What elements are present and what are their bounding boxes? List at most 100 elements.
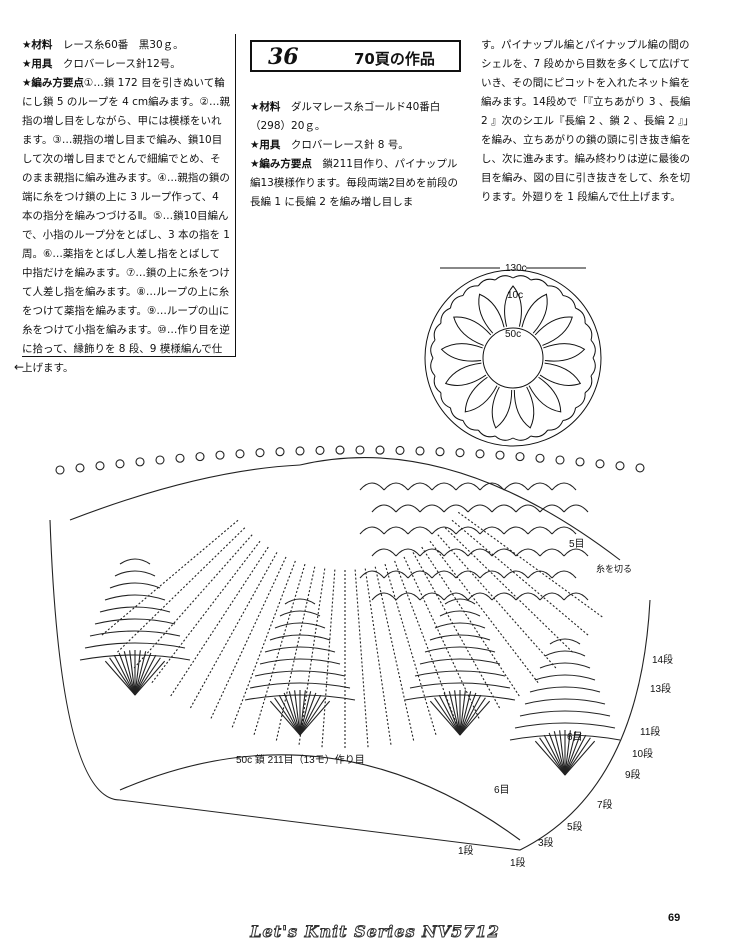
chain-line <box>132 534 253 670</box>
pineapple-row <box>549 638 581 645</box>
picot <box>515 452 525 462</box>
chart-outer-edge <box>49 519 651 851</box>
net-loop <box>551 526 577 535</box>
petal-ring <box>440 285 586 429</box>
fan-stitch <box>564 737 591 776</box>
row-label-3: 3段 <box>538 836 554 849</box>
picot <box>315 445 325 455</box>
fan-stitch <box>283 692 301 736</box>
outer-size-label: 130c <box>505 263 527 274</box>
picot <box>295 446 305 456</box>
row-label-9: 9段 <box>625 768 641 781</box>
fan-stitch <box>434 697 461 736</box>
right-column: す。パイナップル編とパイナップル編の間のシェルを、7 段めから目数を多くして広げ… <box>481 36 691 207</box>
scallop-arc <box>590 339 596 359</box>
net-loop <box>455 570 481 579</box>
fan-stitch <box>459 697 486 736</box>
fan-stitch <box>553 731 566 776</box>
picot <box>455 448 465 458</box>
pineapple-row <box>84 642 186 649</box>
scallop-arc <box>512 275 532 281</box>
fan-stitch <box>564 734 587 776</box>
pineapple-row <box>534 674 596 681</box>
picot <box>215 450 225 460</box>
left-column-border <box>22 34 236 357</box>
chain-line <box>394 560 459 730</box>
fan-stitch <box>299 692 317 736</box>
row-label-6: 6目 <box>567 732 583 743</box>
row-label-14: 14段 <box>652 653 673 666</box>
row-label-13: 13段 <box>650 682 671 695</box>
pineapple-row <box>539 662 591 669</box>
net-loop <box>407 526 433 535</box>
fan-stitch <box>299 697 326 736</box>
net-loop <box>371 592 397 601</box>
scallop-arc <box>584 322 593 341</box>
fan-stitch <box>113 654 136 696</box>
scallop-arc <box>562 294 577 309</box>
picot <box>475 449 485 459</box>
fan-stitch <box>459 694 482 736</box>
material-line: ★材料 ダルマレース糸ゴールド40番白（298）20ｇ。 <box>250 98 465 136</box>
net-loop <box>383 482 409 491</box>
net-loop <box>443 592 469 601</box>
row-label-10: 10段 <box>632 747 653 760</box>
net-loop <box>407 570 433 579</box>
chain-line <box>364 568 392 747</box>
fan-stitch <box>109 657 136 696</box>
method-label: ★編み方要点 <box>250 158 312 170</box>
fan-stitch <box>564 731 577 776</box>
petal-outline <box>521 293 548 334</box>
fan-stitch <box>288 691 301 736</box>
picot <box>375 445 385 455</box>
net-loop <box>503 570 529 579</box>
pineapple-row <box>419 658 501 665</box>
picot <box>55 465 65 475</box>
net-loop <box>515 548 541 557</box>
chain-line <box>374 566 415 743</box>
picot <box>555 455 565 465</box>
picot <box>415 446 425 456</box>
net-loop <box>431 482 457 491</box>
net-loop <box>455 526 481 535</box>
petal-outline <box>534 316 573 346</box>
chain-line <box>169 546 269 698</box>
net-loop <box>359 482 385 491</box>
pineapple-row <box>104 594 166 601</box>
picot <box>495 450 505 460</box>
pineapple-row <box>269 634 331 641</box>
right-column-text: す。パイナップル編とパイナップル編の間のシェルを、7 段めから目数を多くして広げ… <box>481 39 691 203</box>
picot <box>355 445 365 455</box>
fan-stitch <box>459 700 491 736</box>
chain-line <box>421 546 521 698</box>
net-loop <box>479 570 505 579</box>
net-loop <box>527 526 553 535</box>
middle-column: ★材料 ダルマレース糸ゴールド40番白（298）20ｇ。 ★用具 クロバーレース… <box>250 98 465 212</box>
petal-outline <box>464 376 498 413</box>
fan-stitch <box>438 694 461 736</box>
pineapple-row <box>444 598 476 605</box>
fan-stitch <box>278 694 301 736</box>
scallop-arc <box>530 429 549 438</box>
net-loop <box>407 482 433 491</box>
pineapple-row <box>524 698 606 705</box>
net-loop <box>563 504 589 513</box>
picot <box>395 445 405 455</box>
pineapple-row <box>529 686 601 693</box>
net-loop <box>503 482 529 491</box>
net-loop <box>491 592 517 601</box>
pineapple-row <box>94 618 176 625</box>
fan-stitch <box>534 740 566 776</box>
chart-top-left-edge <box>69 464 301 521</box>
pineapple-row <box>514 722 616 729</box>
fan-stitch <box>543 734 566 776</box>
fan-stitch <box>129 650 136 696</box>
row-label-6-bottom: 6目 <box>494 785 510 796</box>
net-loop <box>431 526 457 535</box>
scallop-arc <box>440 307 451 324</box>
fan-stitch <box>269 700 301 736</box>
outer-circle <box>424 269 602 447</box>
chain-line <box>275 566 316 743</box>
net-loop <box>491 504 517 513</box>
